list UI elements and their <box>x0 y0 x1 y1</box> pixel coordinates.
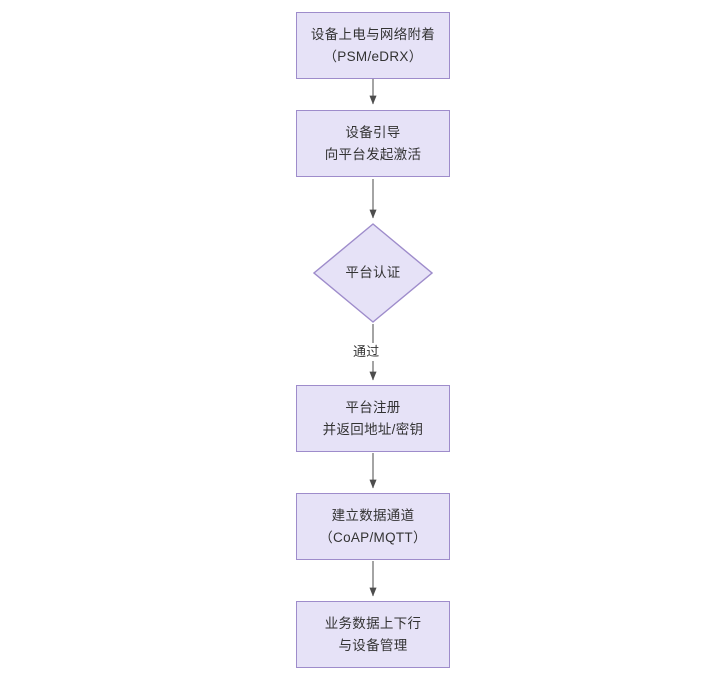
node-platform-register[interactable]: 平台注册 并返回地址/密钥 <box>296 385 450 452</box>
node-device-bootstrap[interactable]: 设备引导 向平台发起激活 <box>296 110 450 177</box>
node-line: 建立数据通道 <box>331 507 415 523</box>
node-line: 设备上电与网络附着 <box>310 26 436 42</box>
node-line: 设备引导 <box>345 124 401 140</box>
node-line: 平台注册 <box>345 399 401 415</box>
node-establish-data-channel[interactable]: 建立数据通道 （CoAP/MQTT） <box>296 493 450 560</box>
edge-label-pass: 通过 <box>350 343 383 361</box>
node-device-power-on[interactable]: 设备上电与网络附着 （PSM/eDRX） <box>296 12 450 79</box>
node-line: 并返回地址/密钥 <box>322 421 424 437</box>
node-line: 业务数据上下行 <box>324 615 422 631</box>
diamond-shape <box>313 223 433 323</box>
node-line: （CoAP/MQTT） <box>319 529 427 545</box>
node-line: （PSM/eDRX） <box>323 48 423 64</box>
node-platform-auth[interactable]: 平台认证 <box>313 223 433 323</box>
node-line: 与设备管理 <box>338 637 408 653</box>
node-business-data-and-device-management[interactable]: 业务数据上下行 与设备管理 <box>296 601 450 668</box>
node-line: 向平台发起激活 <box>324 146 422 162</box>
